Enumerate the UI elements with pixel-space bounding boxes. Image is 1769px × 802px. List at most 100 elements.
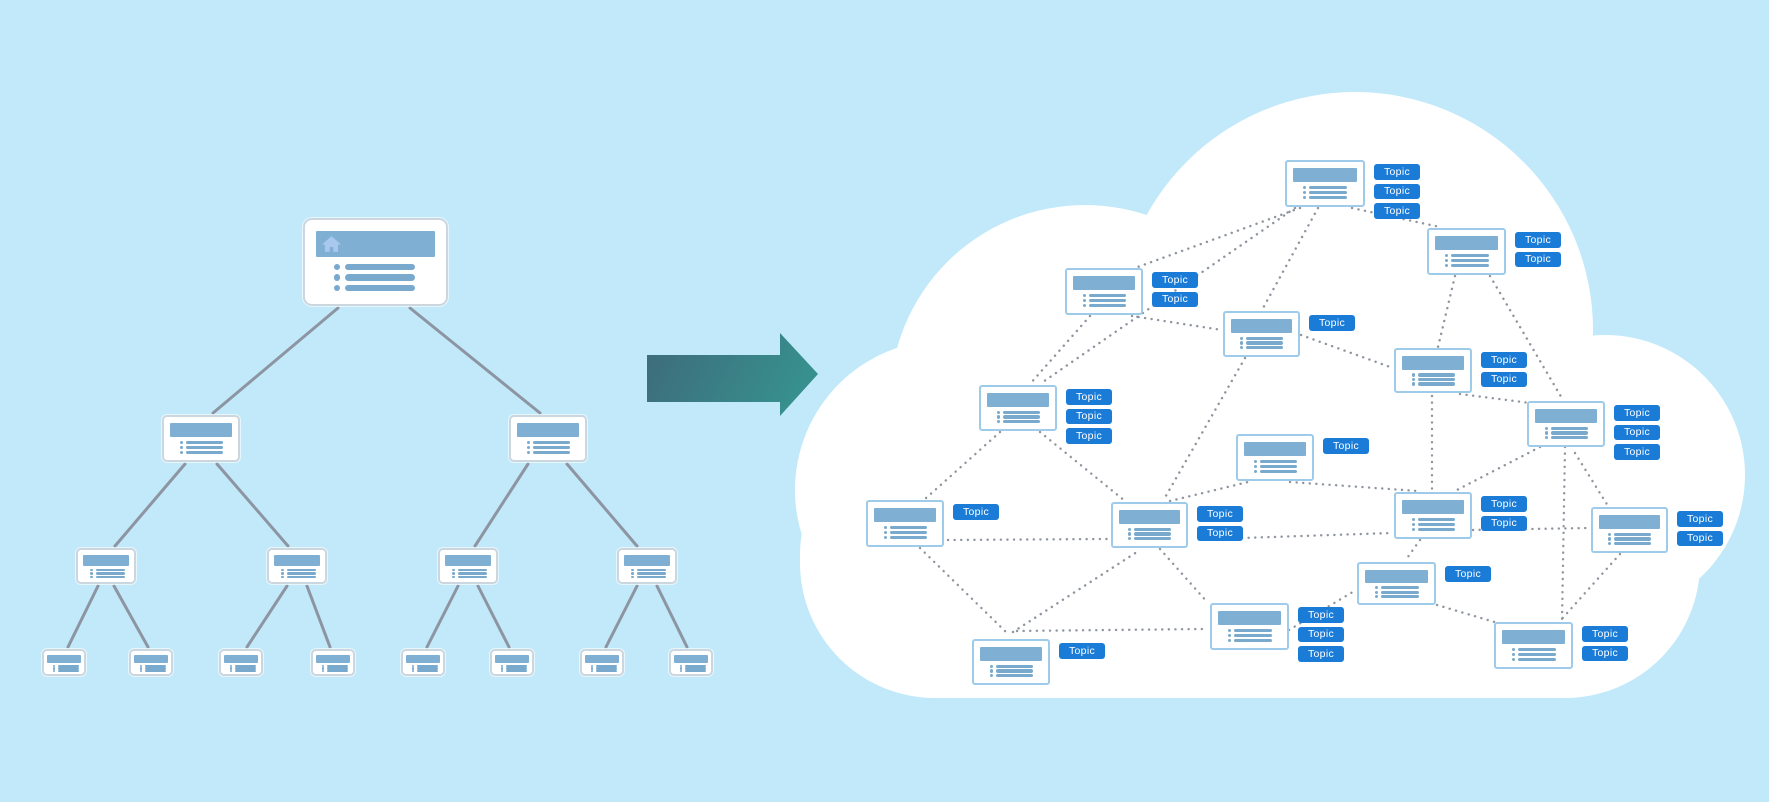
tree-connector-line <box>245 584 289 649</box>
bullet-dot <box>631 568 634 572</box>
bullet-dot <box>53 665 56 668</box>
bullet-dot <box>990 664 994 668</box>
text-line-bar <box>685 667 707 670</box>
text-line-bar <box>58 665 80 668</box>
text-line-bar <box>1003 415 1041 419</box>
bullet-dot <box>527 445 531 450</box>
bullet-dot <box>412 669 415 673</box>
card-title-bar <box>874 508 936 522</box>
text-line-row <box>997 410 1049 414</box>
topic-badge: Topic <box>1481 352 1527 368</box>
text-line-bar <box>1551 431 1589 435</box>
text-line-bar <box>186 440 224 445</box>
text-line-row <box>1512 647 1565 652</box>
cluster-page-card: Topic <box>1223 311 1355 357</box>
topic-badge: Topic <box>1152 272 1198 288</box>
bullet-dot <box>990 674 994 678</box>
text-line-row <box>631 568 670 572</box>
bullet-dot <box>1303 190 1307 195</box>
card-text-lines <box>1128 526 1180 542</box>
card-text-lines <box>90 568 129 579</box>
bullet-dot <box>1412 522 1416 527</box>
text-line-bar <box>596 665 618 668</box>
text-line-bar <box>1134 537 1172 541</box>
text-line-bar <box>457 568 487 572</box>
text-line-bar <box>417 667 439 670</box>
tree-connector-line <box>112 584 150 649</box>
topic-badge: Topic <box>1515 232 1561 248</box>
bullet-dot <box>997 415 1001 419</box>
text-line-row <box>501 667 529 670</box>
card-text-lines <box>53 665 81 673</box>
text-line-row <box>140 667 168 670</box>
bullet-dot <box>1254 469 1258 474</box>
text-line-row <box>230 669 258 673</box>
site-page-card <box>490 649 534 676</box>
bullet-dot <box>1240 336 1244 340</box>
card-text-lines <box>1375 585 1428 599</box>
text-line-row <box>90 572 129 575</box>
bullet-dot <box>1228 628 1232 633</box>
text-line-bar <box>1246 341 1284 345</box>
bullet-dot <box>1303 185 1307 190</box>
text-line-bar <box>58 669 80 673</box>
card-text-lines <box>230 665 258 673</box>
topic-badge: Topic <box>1066 408 1112 424</box>
bullet-dot <box>452 572 455 575</box>
bullet-dot <box>1128 527 1132 531</box>
bullet-dot <box>591 669 594 673</box>
text-line-row <box>501 669 529 673</box>
card-title-bar <box>316 655 350 663</box>
topic-badge: Topic <box>1582 645 1628 661</box>
bullet-dot <box>140 667 143 670</box>
bullet-dot <box>281 575 284 579</box>
cluster-connector-line <box>1435 603 1500 625</box>
text-line-bar <box>145 665 167 668</box>
bullet-dot <box>53 667 56 670</box>
text-line-row <box>1445 258 1498 263</box>
topic-badge: Topic <box>1298 607 1344 623</box>
text-line-bar <box>1246 346 1284 350</box>
site-page-card <box>76 548 136 584</box>
text-line-bar <box>890 535 928 540</box>
site-page-card <box>438 548 498 584</box>
text-line-bar <box>533 440 571 445</box>
cluster-connector-line <box>1028 314 1092 386</box>
card-title-bar <box>517 423 579 437</box>
card-text-lines <box>334 259 435 296</box>
topic-badge: Topic <box>1614 405 1660 421</box>
card-title-bar <box>445 555 491 566</box>
bullet-dot <box>334 274 341 281</box>
bullet-dot <box>990 669 994 673</box>
card-title-bar <box>624 555 670 566</box>
text-line-bar <box>417 665 439 668</box>
text-line-row <box>452 568 491 572</box>
card-title-bar <box>1231 319 1292 333</box>
cluster-connector-line <box>1453 445 1542 493</box>
bullet-dot <box>884 525 888 530</box>
card-text-lines <box>281 568 320 579</box>
text-line-bar <box>286 572 316 575</box>
bullet-dot <box>230 665 233 668</box>
card-title-bar <box>987 393 1049 407</box>
text-line-bar <box>345 274 416 281</box>
bullet-dot <box>884 535 888 540</box>
cluster-connector-line <box>1458 392 1532 405</box>
topic-badge: Topic <box>1445 566 1491 582</box>
text-line-bar <box>1551 426 1589 430</box>
bullet-dot <box>527 440 531 445</box>
bullet-dot <box>322 667 325 670</box>
bullet-dot <box>140 669 143 673</box>
text-line-row <box>501 665 529 668</box>
bullet-dot <box>1375 594 1378 598</box>
card-title-bar <box>1293 168 1357 182</box>
cluster-page-card: Topic <box>972 639 1105 685</box>
cluster-connector-line <box>1436 274 1457 349</box>
topic-badge: Topic <box>1614 444 1660 460</box>
tree-connector-line <box>425 584 460 649</box>
topic-badge: Topic <box>1677 511 1723 527</box>
